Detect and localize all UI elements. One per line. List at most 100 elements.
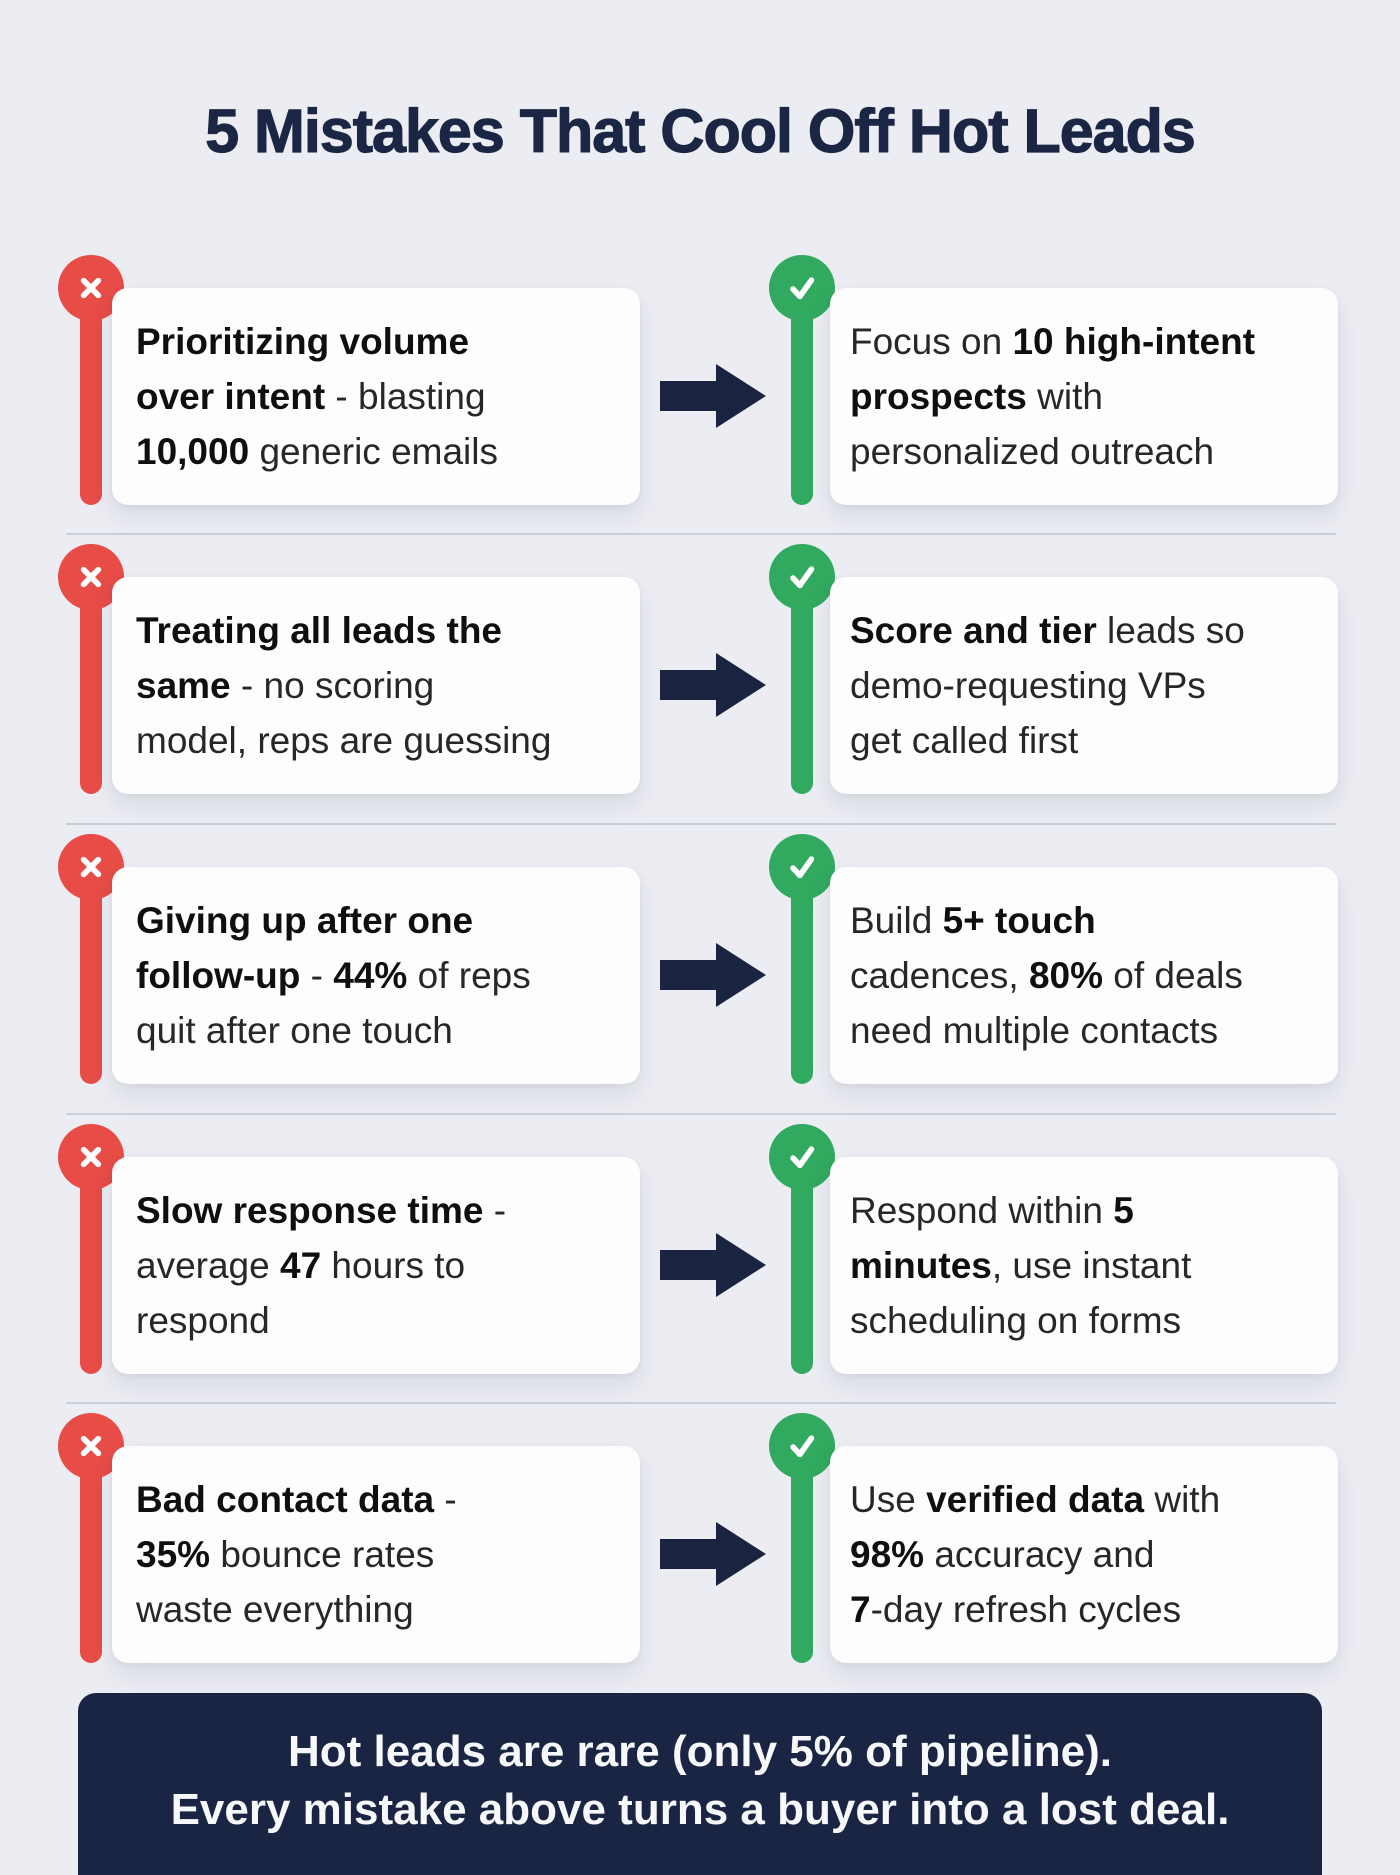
card-line: Use verified data with [850, 1472, 1322, 1527]
summary-line-1: Hot leads are rare (only 5% of pipeline)… [288, 1727, 1112, 1776]
text-segment: with [1144, 1479, 1221, 1520]
marker-bar [791, 1157, 813, 1374]
text-segment: hours to [321, 1245, 466, 1286]
marker-bar [80, 288, 102, 505]
text-segment: Bad contact data [136, 1479, 435, 1520]
check-icon [769, 1124, 835, 1190]
check-icon [769, 255, 835, 321]
text-segment: accuracy and [924, 1534, 1155, 1575]
text-segment: scheduling on forms [850, 1300, 1182, 1341]
card-line: scheduling on forms [850, 1293, 1322, 1348]
text-segment: - [434, 1479, 457, 1520]
card-line: need multiple contacts [850, 1003, 1322, 1058]
card-line: Treating all leads the [136, 603, 624, 658]
text-segment: minutes [850, 1245, 992, 1286]
marker-bar [80, 1157, 102, 1374]
mistake-card: Giving up after one follow-up - 44% of re… [112, 867, 640, 1084]
card-line: quit after one touch [136, 1003, 624, 1058]
marker-bar [791, 288, 813, 505]
card-line: 98% accuracy and [850, 1527, 1322, 1582]
mistake-card: Bad contact data - 35% bounce rates waste … [112, 1446, 640, 1663]
row-3: Giving up after one follow-up - 44% of re… [0, 834, 1400, 1084]
check-icon [769, 1413, 835, 1479]
row-divider [66, 533, 1336, 535]
arrow-right-icon [659, 653, 767, 717]
marker-bar [791, 577, 813, 794]
arrow-right-icon [659, 364, 767, 428]
text-segment: Build [850, 900, 943, 941]
solution-marker [769, 544, 835, 794]
card-line: prospects with [850, 369, 1322, 424]
check-icon [769, 834, 835, 900]
card-line: model, reps are guessing [136, 713, 624, 768]
text-segment: Giving up after one [136, 900, 474, 941]
text-segment: 10,000 [136, 431, 250, 472]
solution-marker [769, 1413, 835, 1663]
text-segment: 80% [1028, 955, 1104, 996]
card-line: minutes, use instant [850, 1238, 1322, 1293]
text-segment: 98% [850, 1534, 925, 1575]
text-segment: bounce rates [210, 1534, 435, 1575]
text-segment: quit after one touch [136, 1010, 453, 1051]
text-segment: , use instant [991, 1245, 1192, 1286]
text-segment: of reps [407, 955, 531, 996]
card-line: demo-requesting VPs [850, 658, 1322, 713]
card-line: Build 5+ touch [850, 893, 1322, 948]
text-segment: 35% [136, 1534, 211, 1575]
card-line: Giving up after one [136, 893, 624, 948]
text-segment: personalized outreach [850, 431, 1215, 472]
summary-banner: Hot leads are rare (only 5% of pipeline)… [78, 1693, 1322, 1875]
text-segment: Slow response time [136, 1190, 484, 1231]
card-line: Slow response time - [136, 1183, 624, 1238]
marker-bar [791, 867, 813, 1084]
card-line: cadences, 80% of deals [850, 948, 1322, 1003]
text-segment: verified data [926, 1479, 1145, 1520]
card-line: over intent - blasting [136, 369, 624, 424]
text-segment: need multiple contacts [850, 1010, 1219, 1051]
card-line: 10,000 generic emails [136, 424, 624, 479]
text-segment: prospects [850, 376, 1027, 417]
card-line: Bad contact data - [136, 1472, 624, 1527]
text-segment: of deals [1103, 955, 1243, 996]
text-segment: Treating all leads the [136, 610, 503, 651]
row-1: Prioritizing volume over intent - blastin… [0, 255, 1400, 505]
text-segment: Prioritizing volume [136, 321, 470, 362]
card-line: get called first [850, 713, 1322, 768]
solution-marker [769, 255, 835, 505]
text-segment: - [483, 1190, 507, 1231]
mistake-card: Prioritizing volume over intent - blastin… [112, 288, 640, 505]
marker-bar [80, 577, 102, 794]
arrow-right-icon [659, 1522, 767, 1586]
text-segment: waste everything [136, 1589, 414, 1630]
text-segment: 44% [333, 955, 408, 996]
text-segment: leads so [1096, 610, 1245, 651]
card-line: Focus on 10 high-intent [850, 314, 1322, 369]
text-segment: Focus on [850, 321, 1013, 362]
mistake-marker [58, 544, 124, 794]
summary-line-2: Every mistake above turns a buyer into a… [170, 1785, 1230, 1834]
text-segment: - no scoring [230, 665, 435, 706]
row-divider [66, 1402, 1336, 1404]
text-segment: respond [136, 1300, 270, 1341]
card-line: waste everything [136, 1582, 624, 1637]
marker-bar [80, 1446, 102, 1663]
row-divider [66, 823, 1336, 825]
text-segment: with [1026, 376, 1103, 417]
card-line: Prioritizing volume [136, 314, 624, 369]
card-line: follow-up - 44% of reps [136, 948, 624, 1003]
text-segment: 47 [280, 1245, 322, 1286]
text-segment: get called first [850, 720, 1079, 761]
mistake-marker [58, 255, 124, 505]
row-5: Bad contact data - 35% bounce rates waste … [0, 1413, 1400, 1663]
marker-bar [80, 867, 102, 1084]
text-segment: demo-requesting VPs [850, 665, 1206, 706]
text-segment: over intent [136, 376, 326, 417]
text-segment: model, reps are guessing [136, 720, 552, 761]
text-segment: 10 high-intent [1012, 321, 1256, 362]
